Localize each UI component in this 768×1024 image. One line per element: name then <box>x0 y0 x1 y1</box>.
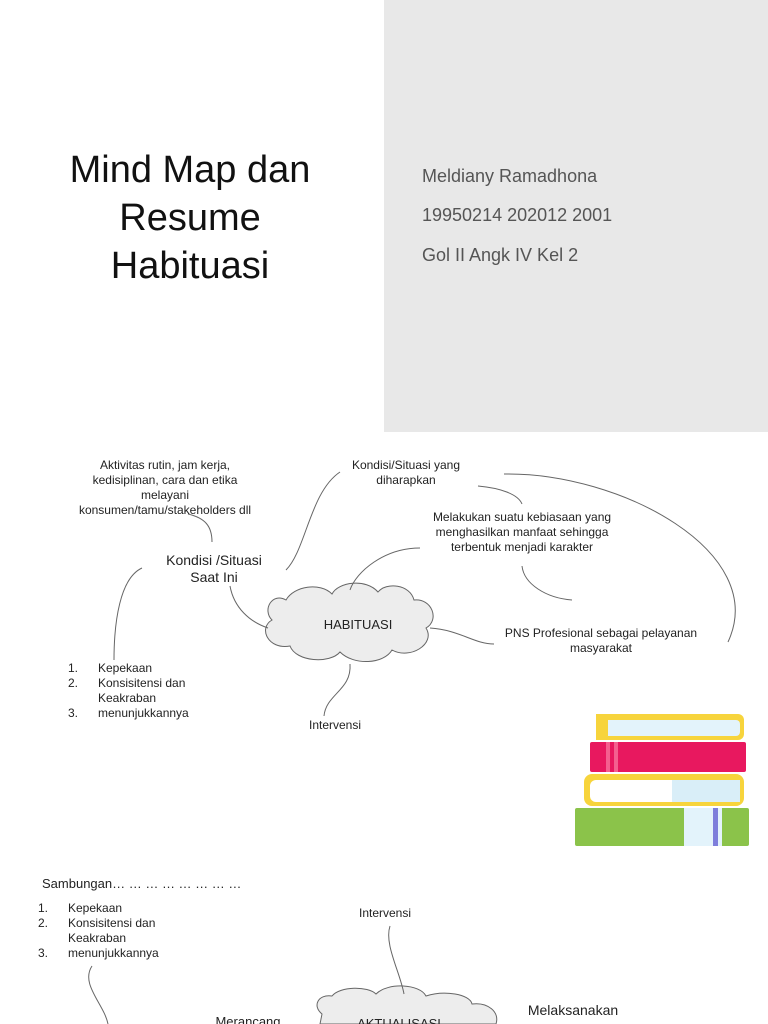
list-item: Keakraban <box>38 931 159 946</box>
connector <box>388 925 405 995</box>
title-slide: Mind Map dan Resume Habituasi Meldiany R… <box>0 0 768 432</box>
title-line: Mind Map dan <box>69 149 311 191</box>
list-number: 1. <box>38 901 49 915</box>
main-title: Mind Map dan Resume Habituasi <box>40 146 340 290</box>
expected-condition-label: Kondisi/Situasi yang diharapkan <box>346 458 466 488</box>
connector <box>503 473 736 643</box>
list-number: 3. <box>68 706 79 720</box>
list-number: 2. <box>38 916 49 930</box>
text-line: melayani <box>140 488 190 502</box>
text-line: konsumen/tamu/stakeholders dll <box>78 503 252 517</box>
connector <box>285 471 341 571</box>
design-label: Merancang <box>215 1014 281 1024</box>
aktualisasi-center-label: AKTUALISASI <box>357 1016 441 1024</box>
pns-label: PNS Profesional sebagai pelayanan masyar… <box>486 626 716 656</box>
list-number <box>38 931 68 946</box>
connector <box>349 547 421 591</box>
text-line: Aktivitas rutin, jam kerja, <box>99 458 231 472</box>
list-item: 1. Kepekaan <box>38 901 159 916</box>
text-line: Melakukan suatu kebiasaan yang <box>432 510 612 524</box>
text-line: terbentuk menjadi karakter <box>450 540 594 554</box>
text-line: kedisiplinan, cara dan etika <box>92 473 238 487</box>
list-text: menunjukkannya <box>98 706 189 720</box>
author-nip: 19950214 202012 2001 <box>422 205 613 225</box>
habituasi-center-label: HABITUASI <box>323 617 393 632</box>
activities-label: Aktivitas rutin, jam kerja, kedisiplinan… <box>60 458 270 518</box>
text-line: menghasilkan manfaat sehingga <box>435 525 609 539</box>
author-panel <box>384 0 768 432</box>
intervention-label: Intervensi <box>308 718 362 732</box>
text-line: masyarakat <box>569 641 633 655</box>
habituasi-cloud-shape <box>265 582 434 663</box>
list-text: menunjukkannya <box>68 946 159 960</box>
current-condition-label: Kondisi /Situasi Saat Ini <box>150 552 278 586</box>
list-number: 2. <box>68 676 79 690</box>
connector <box>229 585 269 629</box>
author-name: Meldiany Ramadhona <box>422 166 598 186</box>
list-text: Keakraban <box>68 931 127 945</box>
text-line: Saat Ini <box>190 569 238 585</box>
list-item: 2. Konsisitensi dan <box>38 916 159 931</box>
connector <box>187 513 213 543</box>
execute-label: Melaksanakan <box>527 1002 619 1018</box>
list-text: Konsisitensi dan <box>68 916 156 930</box>
aktualisasi-cloud-shape <box>316 985 498 1024</box>
title-line: Habituasi <box>110 245 270 287</box>
connector <box>88 965 109 1024</box>
mindmap-slide: Aktivitas rutin, jam kerja, kedisiplinan… <box>0 432 768 864</box>
continuation-heading: Sambungan… … … … … … … … <box>42 876 242 891</box>
connector <box>323 663 351 717</box>
list-number: 1. <box>68 661 79 675</box>
mindmap2-connectors <box>88 925 498 1024</box>
list-item: 1. Kepekaan <box>68 661 189 676</box>
continuation-slide: Sambungan… … … … … … … … 1. Kepekaan 2. Ko… <box>0 864 768 1024</box>
text-line: diharapkan <box>376 473 436 487</box>
list-item: Keakraban <box>68 691 189 706</box>
list-item: 3. menunjukkannya <box>38 946 159 961</box>
list-text: Keakraban <box>98 691 157 705</box>
connector <box>521 565 573 601</box>
list-text: Kepekaan <box>98 661 153 675</box>
habit-description-label: Melakukan suatu kebiasaan yang menghasil… <box>412 510 632 555</box>
list-item: 2. Konsisitensi dan <box>68 676 189 691</box>
text-line: Kondisi/Situasi yang <box>351 458 461 472</box>
list-item: 3. menunjukkannya <box>68 706 189 721</box>
text-line: Kondisi /Situasi <box>166 552 262 568</box>
connector <box>113 567 143 661</box>
key-points-list: 1.Kepekaan 2.Konsisitensi dan Keakraban … <box>38 901 159 961</box>
author-group: Gol II Angk IV Kel 2 <box>422 245 579 265</box>
list-text: Kepekaan <box>68 901 123 915</box>
title-line: Resume <box>119 197 261 239</box>
connector <box>429 627 495 645</box>
connector <box>477 485 523 505</box>
books-icon <box>575 714 749 846</box>
mindmap-connectors <box>113 471 736 717</box>
text-line: PNS Profesional sebagai pelayanan <box>504 626 698 640</box>
key-points-list: 1.Kepekaan 2.Konsisitensi dan Keakraban … <box>68 661 189 721</box>
intervention-label: Intervensi <box>358 906 412 920</box>
list-number: 3. <box>38 946 49 960</box>
list-text: Konsisitensi dan <box>98 676 186 690</box>
